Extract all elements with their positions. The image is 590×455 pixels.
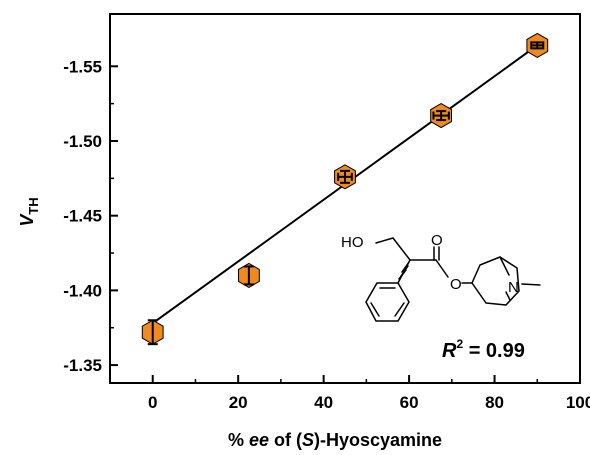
x-tick-label: 20 <box>229 393 248 412</box>
bond <box>370 302 380 317</box>
x-label-ee: ee <box>249 430 269 450</box>
y-tick-label: -1.50 <box>63 132 102 151</box>
y-axis-label: VTH <box>17 197 41 226</box>
r-squared-annotation: R2 = 0.99 <box>442 337 525 362</box>
bond <box>521 283 541 286</box>
hyoscyamine-structure <box>365 237 541 322</box>
carbonyl-oxygen-label: O <box>431 232 443 249</box>
y-tick-label: -1.35 <box>63 356 102 375</box>
y-axis-ticks: -1.35 -1.40 -1.45 -1.50 -1.55 <box>63 57 118 375</box>
y-label-sub: TH <box>26 197 41 214</box>
bond <box>397 259 411 284</box>
x-tick-label: 0 <box>148 393 157 412</box>
bond <box>392 237 411 261</box>
data-points <box>141 32 549 346</box>
y-tick-label: -1.45 <box>63 207 102 226</box>
r-superscript: 2 <box>456 337 463 351</box>
x-tick-label: 80 <box>485 393 504 412</box>
phenyl-ring <box>365 282 410 322</box>
y-tick-label: -1.40 <box>63 281 102 300</box>
hydroxyl-label: HO <box>341 234 364 251</box>
bond <box>435 259 449 278</box>
x-tick-label: 40 <box>314 393 333 412</box>
bond <box>375 237 394 244</box>
data-point <box>430 103 452 129</box>
x-axis-label: % ee of (S)-Hyoscyamine <box>228 430 442 450</box>
data-point <box>141 319 164 346</box>
x-label-prefix: % <box>228 430 249 450</box>
x-axis-ticks: 0 20 40 60 80 100 <box>109 375 590 412</box>
x-label-suffix: )-Hyoscyamine <box>314 430 442 450</box>
x-tick-label: 100 <box>566 393 590 412</box>
r-squared-value: = 0.99 <box>463 340 525 362</box>
y-tick-label: -1.55 <box>63 57 102 76</box>
data-point <box>526 32 549 58</box>
bond <box>505 291 511 301</box>
x-tick-label: 60 <box>400 393 419 412</box>
plot-frame <box>109 13 581 384</box>
bond <box>499 256 510 276</box>
ester-oxygen-label: O <box>450 276 462 293</box>
data-point <box>238 262 260 288</box>
nitrogen-label: N <box>508 279 519 296</box>
bond <box>394 302 405 317</box>
data-point <box>334 164 356 190</box>
x-label-mid: of ( <box>269 430 302 450</box>
x-label-s: S <box>302 430 314 450</box>
plot-border <box>109 13 581 384</box>
y-label-main: V <box>17 213 37 227</box>
tropane-ring <box>471 256 520 306</box>
structure-labels: HO O O N <box>341 232 519 296</box>
r-symbol: R <box>442 340 457 362</box>
